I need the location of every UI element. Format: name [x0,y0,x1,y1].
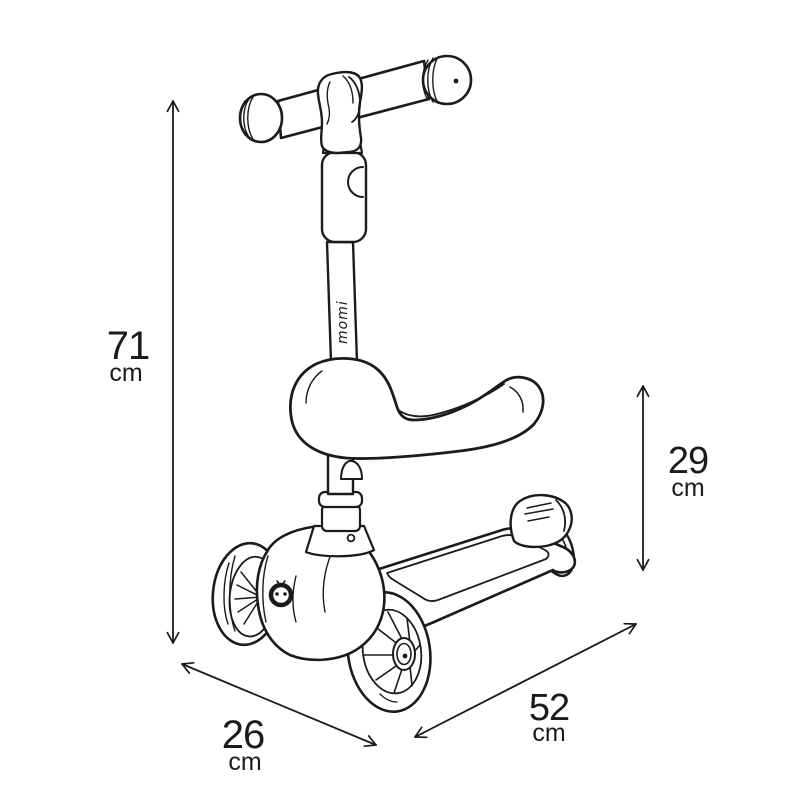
dimension-height: 71 cm [107,100,180,644]
smiley-face-icon [268,580,294,608]
head-tube [304,524,376,558]
fold-button [347,166,364,198]
rivet [346,533,356,543]
dimension-annotations: 71 cm 29 cm 26 cm 52 cm [107,100,709,776]
seat-latch [340,459,363,480]
rear-fender [509,493,573,549]
length-value-label: 52 [529,687,569,729]
length-unit-label: cm [532,719,565,747]
width-unit-label: cm [228,748,261,776]
seat [289,357,545,460]
brand-logo: momi [335,300,351,344]
height-unit-label: cm [109,359,142,387]
right-grip [421,54,473,106]
seat-height-value-label: 29 [668,440,708,482]
seat-post-collar [317,490,364,533]
handlebar-clamp [316,70,364,155]
width-arrow [181,661,377,748]
fold-clamp [320,150,368,244]
dimension-width: 26 cm [181,661,377,776]
grip-end-dot [453,78,459,84]
scooter-illustration [211,54,577,713]
length-arrow [414,622,637,739]
left-grip [238,92,284,144]
seat-height-unit-label: cm [671,474,704,502]
height-value-label: 71 [107,324,150,368]
wheel-hub [392,637,416,671]
width-value-label: 26 [222,713,265,757]
dimension-seat-height: 29 cm [636,385,709,571]
dimension-length: 52 cm [414,622,637,747]
